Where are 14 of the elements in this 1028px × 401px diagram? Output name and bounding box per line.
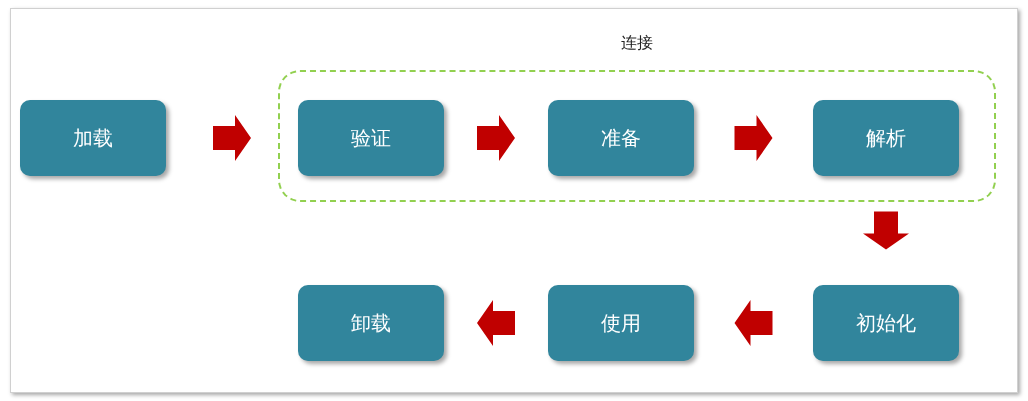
process-box: 使用 (548, 285, 694, 361)
process-box: 解析 (813, 100, 959, 176)
block-arrow (734, 300, 773, 346)
block-arrow (734, 115, 773, 161)
group-title: 连接 (621, 33, 653, 52)
process-box: 准备 (548, 100, 694, 176)
block-arrow (477, 115, 515, 161)
process-box: 初始化 (813, 285, 959, 361)
block-arrow (477, 300, 515, 346)
process-box: 卸载 (298, 285, 444, 361)
process-box: 验证 (298, 100, 444, 176)
block-arrow (213, 115, 251, 161)
block-arrow (863, 211, 909, 250)
process-box: 加载 (20, 100, 166, 176)
